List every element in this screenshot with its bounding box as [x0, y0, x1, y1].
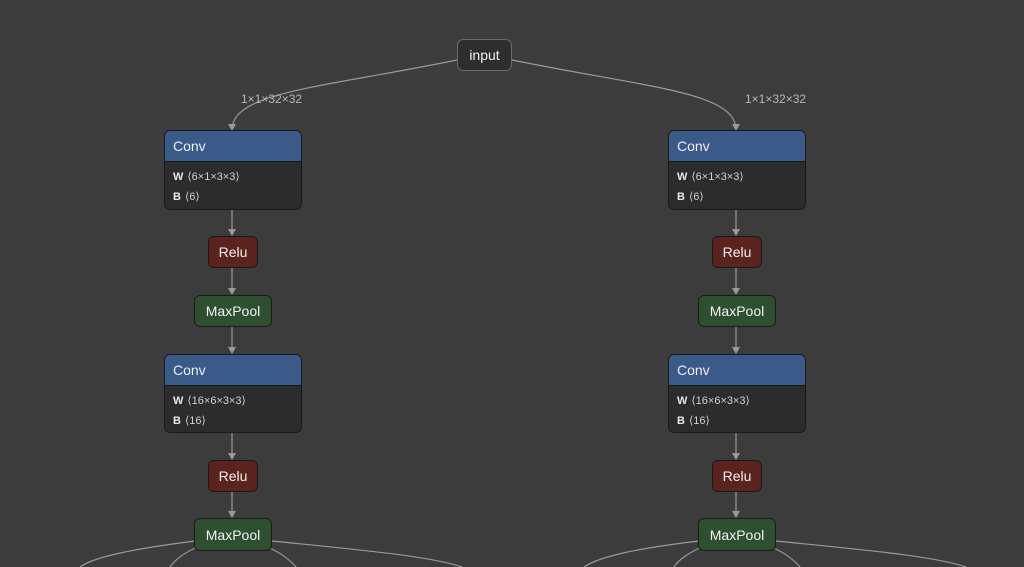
edge-left-out-a: [79, 540, 196, 567]
maxpool-label: MaxPool: [205, 526, 261, 543]
relu-node-left-1[interactable]: Relu: [208, 236, 258, 268]
conv-title: Conv: [669, 131, 805, 162]
relu-label: Relu: [218, 244, 248, 260]
edge-input-left: [228, 59, 458, 131]
edge-right-out-a: [583, 540, 700, 567]
conv-node-right-2[interactable]: Conv W⟨16×6×3×3⟩ B⟨16⟩: [668, 354, 806, 433]
maxpool-label: MaxPool: [709, 303, 765, 319]
maxpool-label: MaxPool: [205, 303, 261, 319]
edge-input-right: [511, 59, 740, 131]
maxpool-node-left-2[interactable]: MaxPool: [194, 518, 272, 551]
maxpool-node-right-1[interactable]: MaxPool: [698, 295, 776, 327]
edge-label-right: 1×1×32×32: [745, 92, 807, 106]
conv-node-right-1[interactable]: Conv W⟨6×1×3×3⟩ B⟨6⟩: [668, 130, 806, 210]
conv-bias-row: B⟨16⟩: [677, 415, 710, 427]
conv-title: Conv: [165, 131, 301, 162]
maxpool-node-right-2[interactable]: MaxPool: [698, 518, 776, 551]
edge-right-out-d: [775, 540, 967, 567]
input-node[interactable]: input: [457, 39, 512, 71]
conv-bias-row: B⟨6⟩: [173, 191, 200, 203]
conv-weight-row: W⟨16×6×3×3⟩: [677, 395, 750, 407]
conv-bias-row: B⟨16⟩: [173, 415, 206, 427]
conv-title: Conv: [165, 355, 301, 386]
conv-node-left-1[interactable]: Conv W⟨6×1×3×3⟩ B⟨6⟩: [164, 130, 302, 210]
conv-weight-row: W⟨6×1×3×3⟩: [677, 171, 744, 183]
maxpool-node-left-1[interactable]: MaxPool: [194, 295, 272, 327]
conv-weight-row: W⟨16×6×3×3⟩: [173, 395, 246, 407]
input-node-label: input: [469, 47, 500, 63]
conv-weight-row: W⟨6×1×3×3⟩: [173, 171, 240, 183]
relu-node-right-2[interactable]: Relu: [712, 460, 762, 492]
conv-bias-row: B⟨6⟩: [677, 191, 704, 203]
conv-title: Conv: [669, 355, 805, 386]
relu-label: Relu: [722, 244, 752, 260]
relu-node-right-1[interactable]: Relu: [712, 236, 762, 268]
relu-label: Relu: [218, 468, 248, 484]
edge-left-out-d: [271, 540, 463, 567]
maxpool-label: MaxPool: [709, 526, 765, 543]
conv-node-left-2[interactable]: Conv W⟨16×6×3×3⟩ B⟨16⟩: [164, 354, 302, 433]
relu-label: Relu: [722, 468, 752, 484]
edge-label-left: 1×1×32×32: [241, 92, 303, 106]
relu-node-left-2[interactable]: Relu: [208, 460, 258, 492]
